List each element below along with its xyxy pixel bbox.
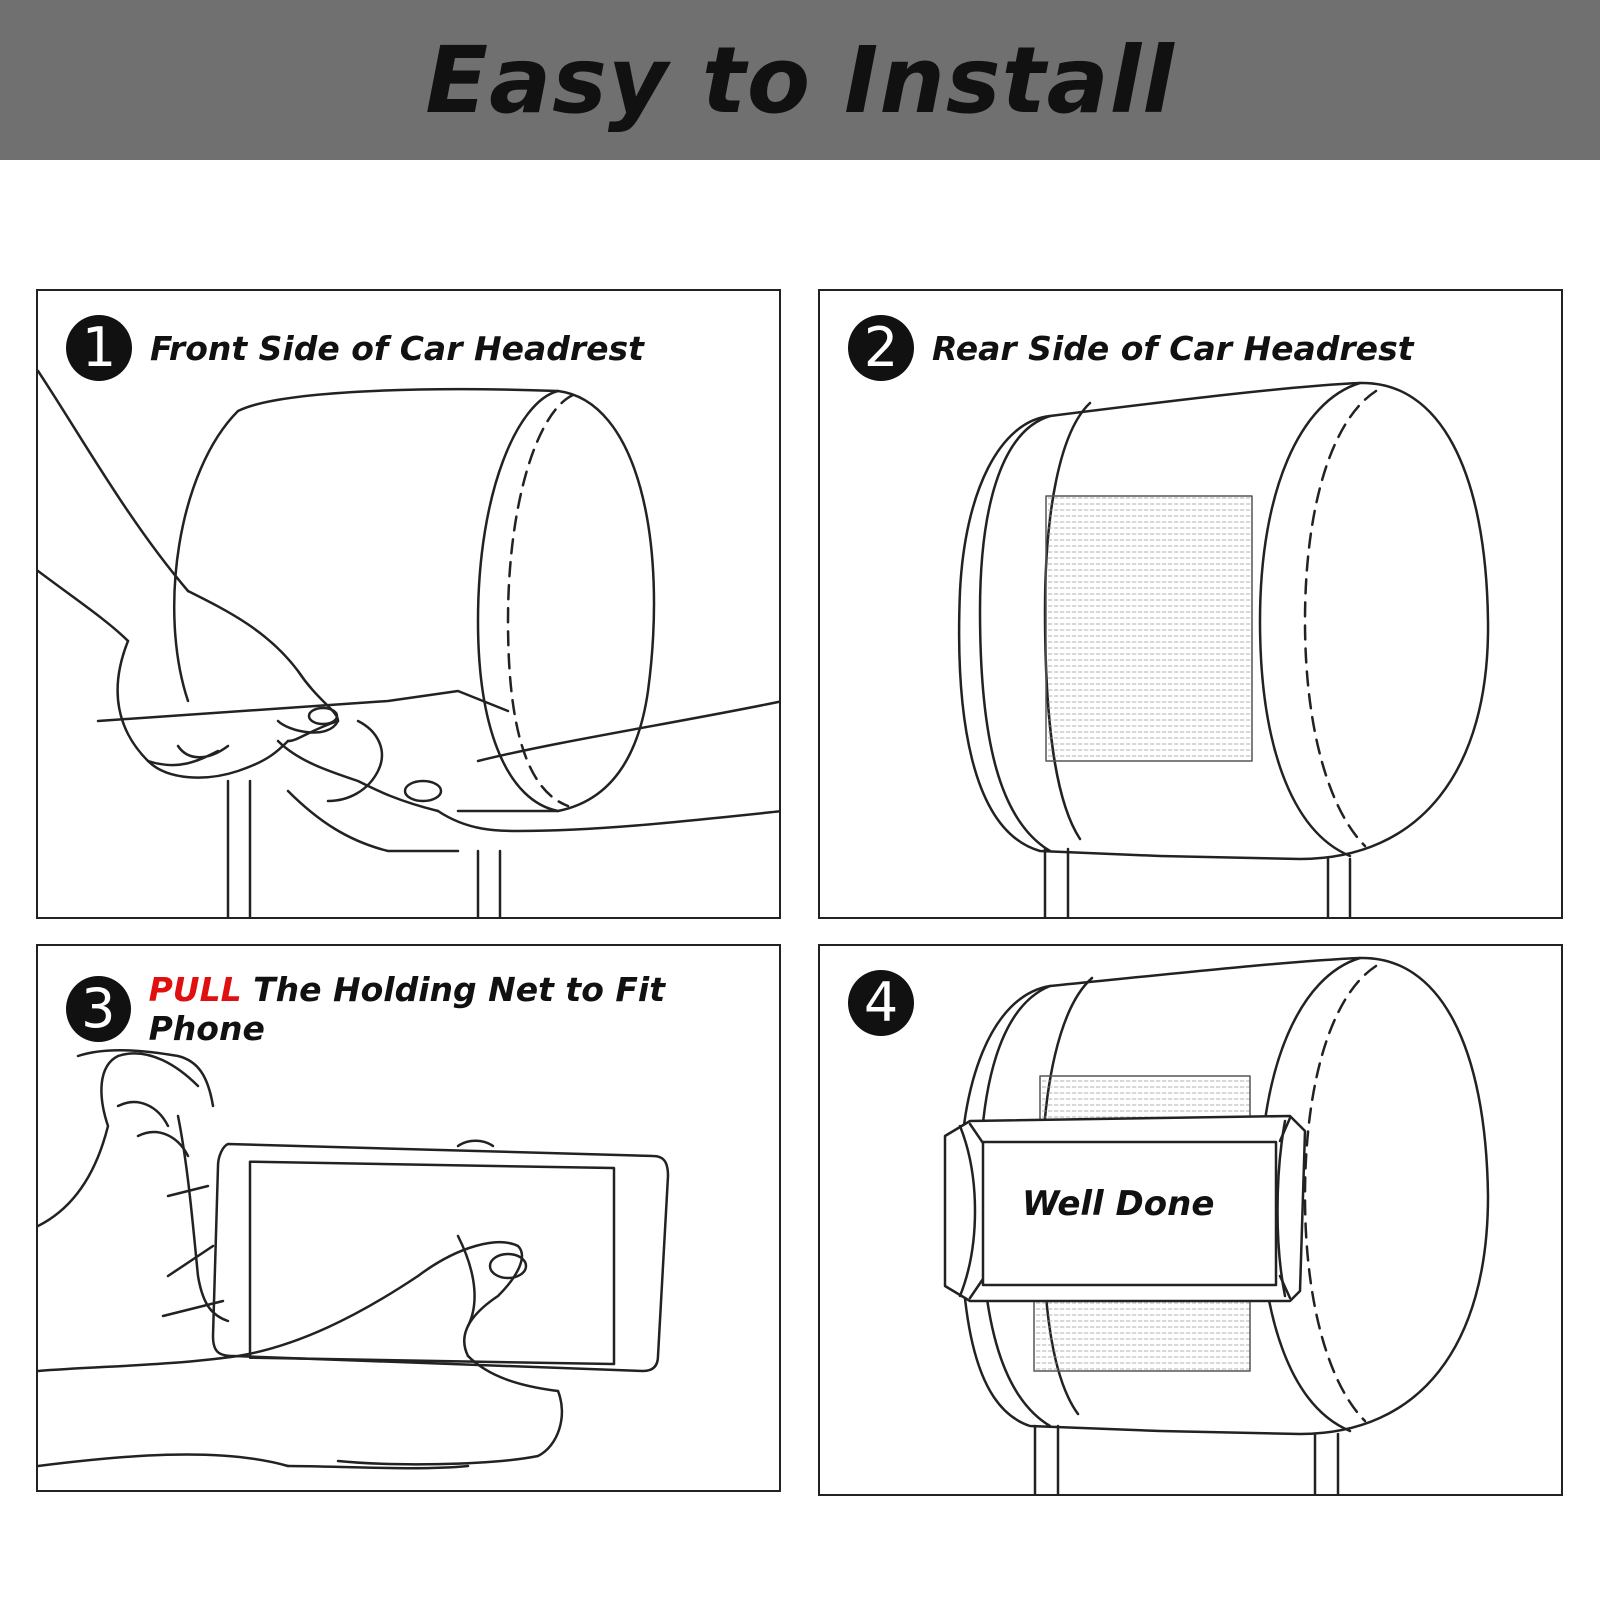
step-3-heading: 3 PULL The Holding Net to Fit Phone [66,970,779,1048]
step-3-panel: 3 PULL The Holding Net to Fit Phone [36,944,781,1492]
step-3-number-badge: 3 [66,976,131,1042]
step-4-panel: 4 Well Done [818,944,1563,1496]
headrest-rear-illustration [957,381,1490,917]
page-title: Easy to Install [425,26,1175,134]
step-3-label-rest: The Holding Net to Fit Phone [148,970,665,1048]
step-2-panel: 2 Rear Side of Car Headrest [818,289,1563,919]
pull-highlight: PULL [148,970,242,1009]
phone-mounted-on-headrest-illustration [943,956,1490,1494]
step-3-label: PULL The Holding Net to Fit Phone [149,970,779,1048]
step-1-number-badge: 1 [66,315,132,381]
step-1-heading: 1 Front Side of Car Headrest [66,315,644,381]
phone-and-net-illustration [38,1049,670,1470]
headrest-front-illustration [38,369,779,917]
title-banner: Easy to Install [0,0,1600,160]
step-2-label: Rear Side of Car Headrest [932,328,1414,368]
step-4-heading: 4 [848,970,914,1036]
step-1-label: Front Side of Car Headrest [150,328,644,368]
step-1-panel: 1 Front Side of Car Headrest [36,289,781,919]
step-2-heading: 2 Rear Side of Car Headrest [848,315,1413,381]
step-2-number-badge: 2 [848,315,914,381]
step-4-number-badge: 4 [848,970,914,1036]
well-done-caption: Well Done [1022,1184,1215,1224]
